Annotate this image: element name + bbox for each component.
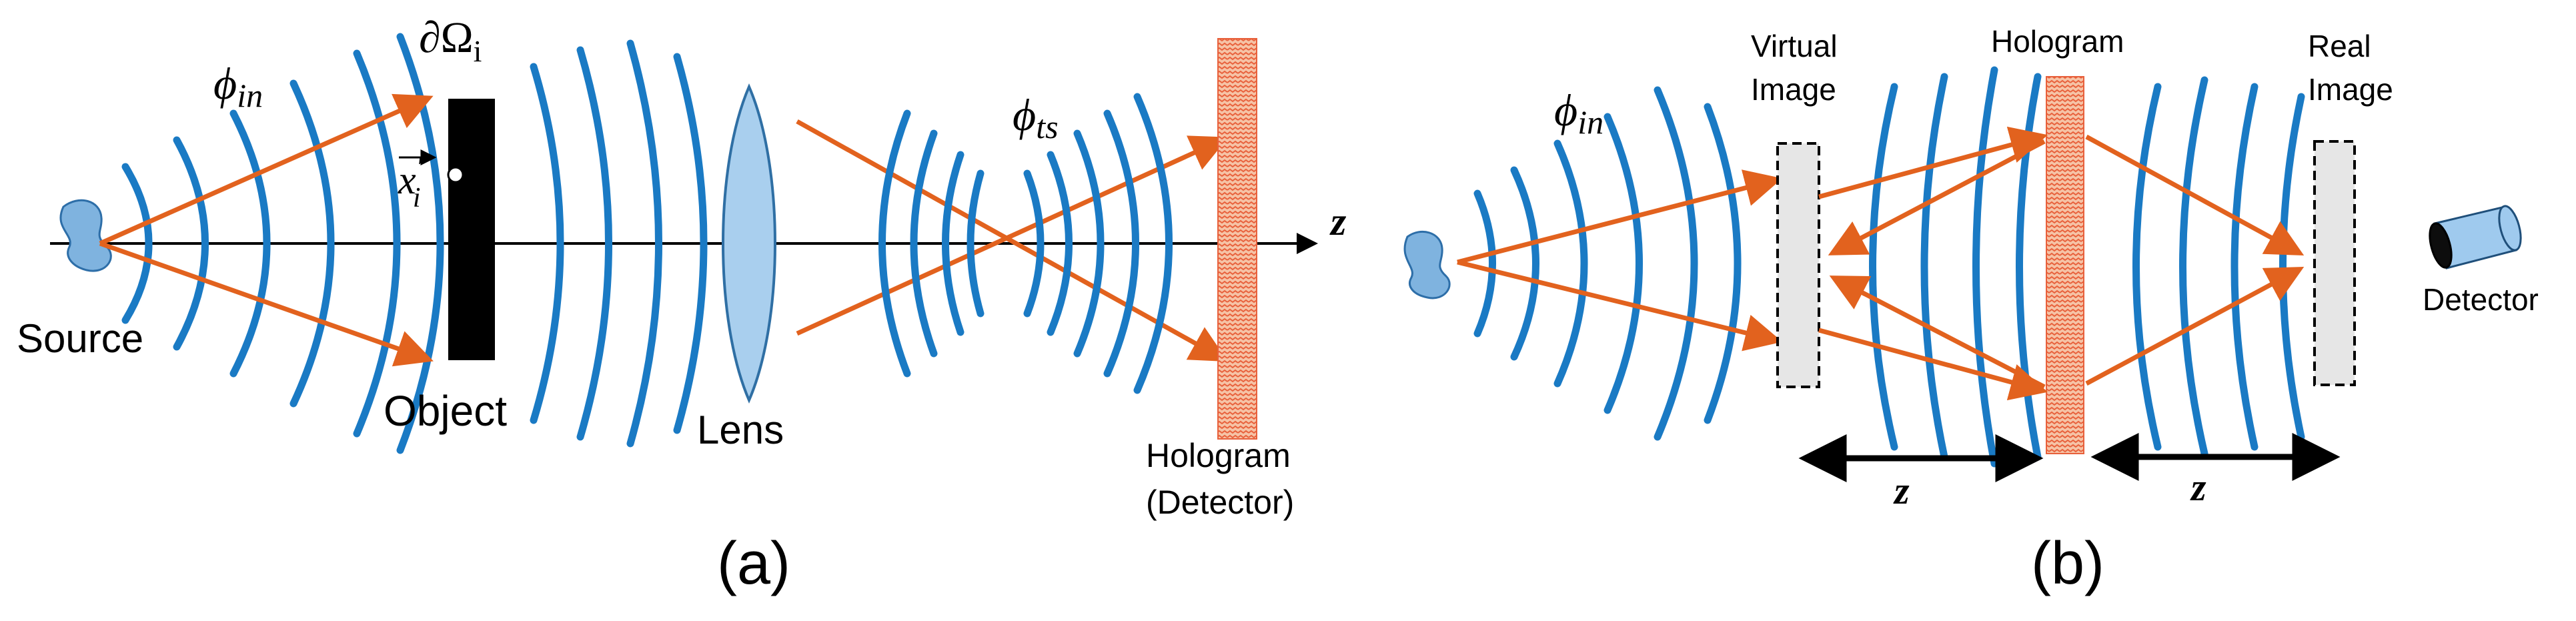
caption-a: (a)	[717, 530, 790, 597]
real-label-line1: Real	[2308, 29, 2371, 63]
boundary-label: ∂Ωi	[419, 13, 482, 68]
source-blob-icon	[59, 199, 112, 272]
object-point-marker	[447, 166, 464, 183]
panel-b: ϕin Virtual Image Hologram Real Image De…	[1403, 24, 2539, 597]
object-label: Object	[384, 387, 507, 435]
lens-shape	[722, 83, 776, 404]
ray-lower-b	[1457, 259, 1783, 352]
ray-hologram-to-virtual-upper	[1828, 139, 2046, 255]
source-blob-icon	[1403, 230, 1451, 299]
z-label-left: z	[1893, 469, 1910, 512]
virtual-label-line1: Virtual	[1751, 29, 1838, 63]
position-vector-label: x′i	[398, 152, 423, 213]
focused-wavefronts-a	[878, 93, 1173, 394]
virtual-label-line2: Image	[1751, 72, 1836, 107]
hologram-detector-plate-a	[1217, 38, 1257, 440]
ray-upper-b	[1457, 169, 1783, 265]
real-image-plane	[2313, 140, 2356, 386]
ray-lower-a	[99, 241, 434, 367]
ray-to-real-lower	[2085, 267, 2305, 386]
hologram-wavefronts-b	[1869, 66, 2305, 468]
source-label: Source	[17, 316, 143, 361]
caption-b: (b)	[2031, 530, 2104, 597]
detector-label: Detector	[2423, 282, 2539, 317]
phi-ts-label: ϕts	[1013, 89, 1059, 145]
lens-label: Lens	[697, 408, 784, 452]
ray-to-real-upper	[2085, 134, 2305, 256]
object-slit	[448, 99, 495, 360]
ray-upper-a	[99, 93, 434, 246]
ray-down-a	[796, 119, 1229, 362]
ray-virtual-to-hologram-lower	[1818, 328, 2048, 401]
virtual-image-plane	[1776, 142, 1820, 388]
z-axis-label-a: z	[1329, 199, 1347, 243]
phi-in-label-b: ϕin	[1554, 85, 1603, 141]
z-label-right: z	[2190, 466, 2206, 509]
hologram-sublabel-a: (Detector)	[1146, 484, 1294, 521]
hologram-label-b: Hologram	[1991, 24, 2124, 59]
phi-in-label-a: ϕin	[213, 58, 263, 114]
incident-wavefronts-b	[1473, 86, 1742, 441]
ray-virtual-to-hologram-upper	[1818, 126, 2048, 199]
hologram-label-a: Hologram	[1146, 437, 1291, 474]
ray-up-a	[796, 135, 1229, 336]
scattered-wavefronts-a	[530, 39, 708, 448]
panel-a: ϕin ∂Ωi x′i ϕts z Source Object Lens Hol…	[17, 13, 1347, 597]
ray-hologram-to-virtual-lower	[1829, 275, 2046, 390]
detector-cylinder-icon	[2429, 205, 2522, 269]
real-label-line2: Image	[2308, 72, 2393, 107]
hologram-plate-b	[2046, 76, 2084, 454]
